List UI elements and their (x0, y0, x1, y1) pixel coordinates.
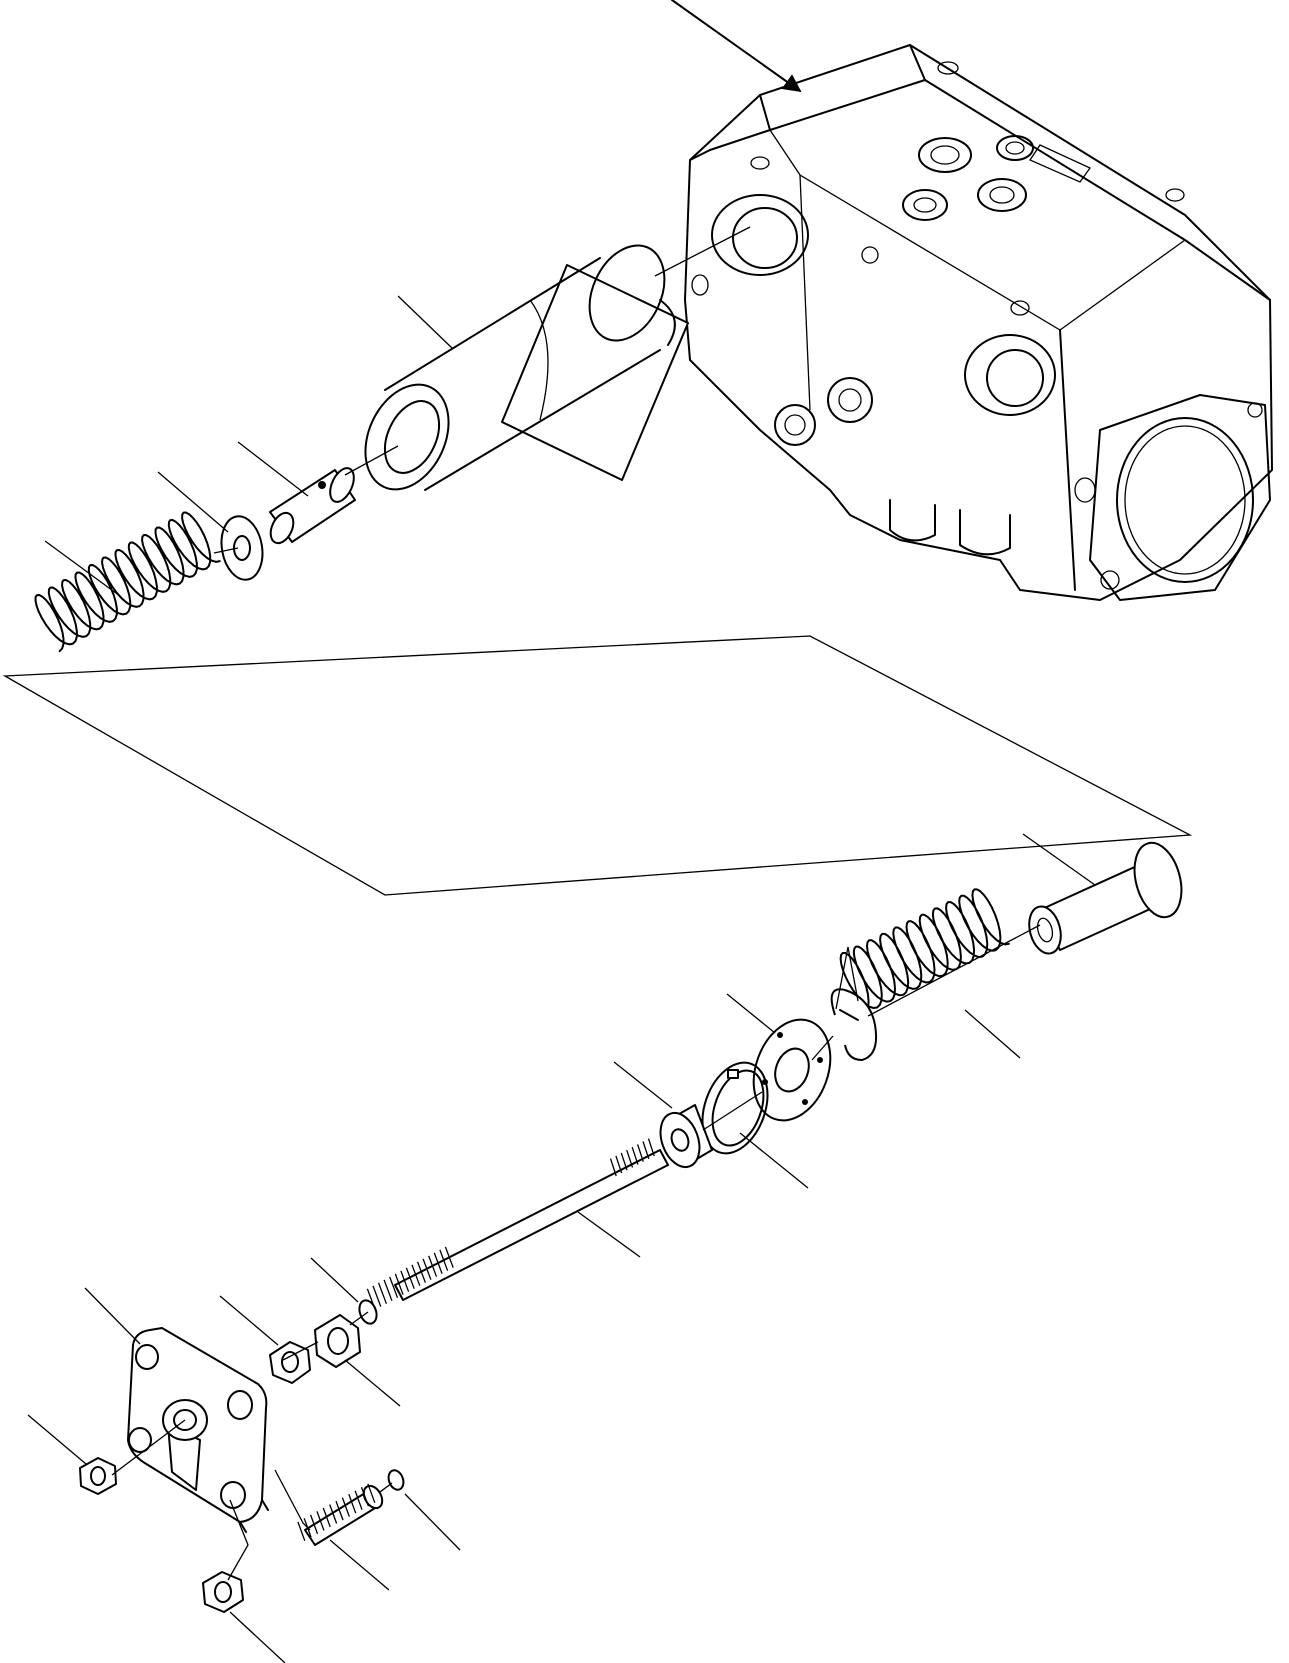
lock-nut (314, 1314, 361, 1368)
washer (220, 515, 264, 581)
snap-ring (701, 1061, 769, 1155)
nut-small (269, 1341, 311, 1384)
pump-housing (684, 44, 1273, 601)
nut-bottom (202, 1571, 244, 1613)
split-collar (830, 988, 878, 1061)
spring-upper (34, 511, 221, 653)
subassembly-bracket (2, 635, 1193, 896)
adjusting-rod (366, 1138, 669, 1310)
spring-lower (839, 888, 1010, 1015)
spring-seat (752, 1018, 832, 1122)
sleeve (364, 244, 689, 491)
cover-plate (127, 1327, 269, 1533)
spool (269, 467, 356, 545)
guide-bushing (659, 1104, 713, 1169)
o-ring-rod (358, 1299, 378, 1325)
set-screw (297, 1483, 384, 1546)
o-ring-screw (387, 1469, 405, 1491)
callout-leaders (27, 295, 1096, 1663)
assembly-arrow (671, 0, 802, 93)
piston (1028, 841, 1183, 955)
assembly-lines (111, 226, 1041, 1581)
nut-left (79, 1457, 117, 1495)
